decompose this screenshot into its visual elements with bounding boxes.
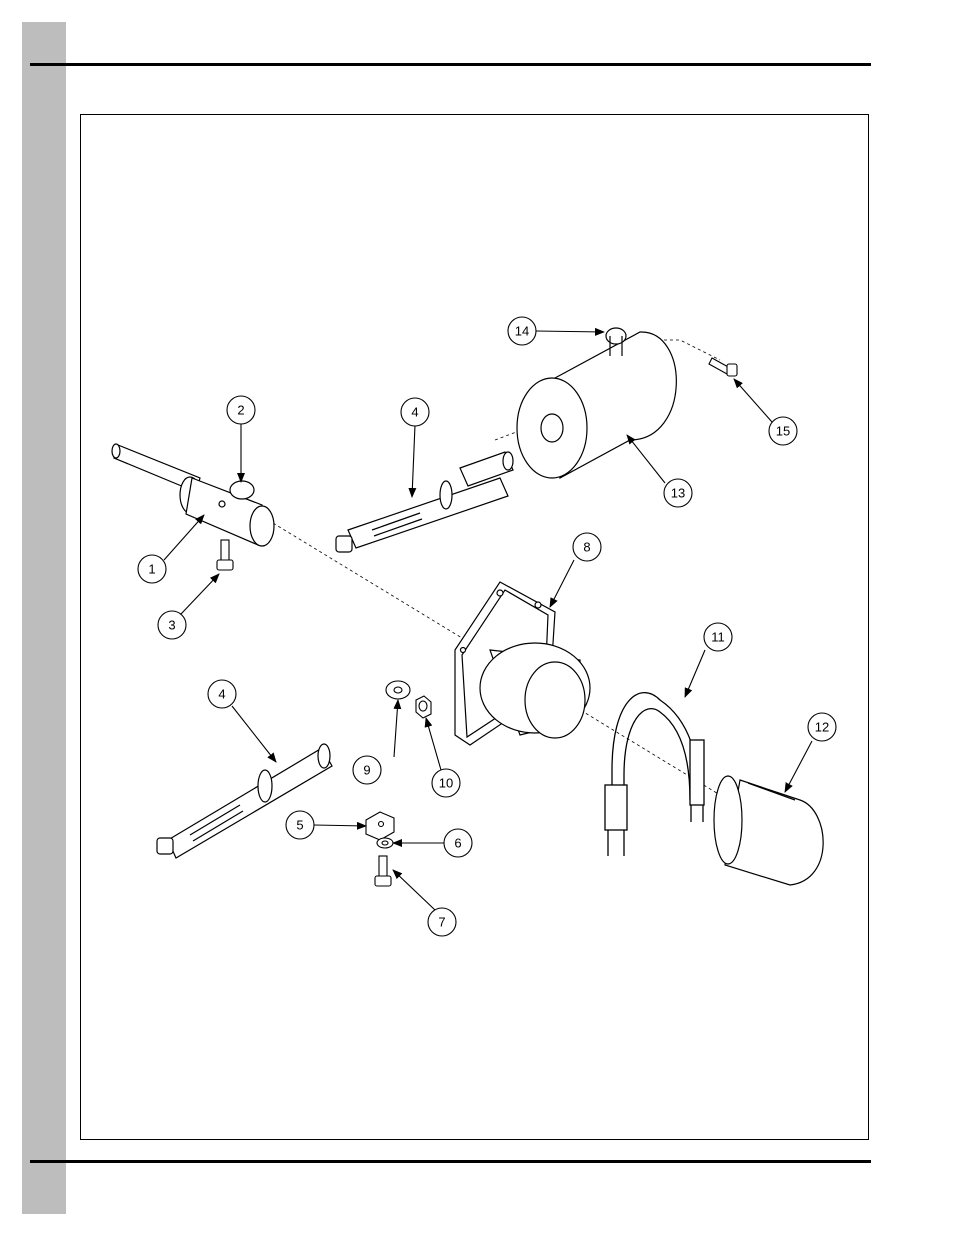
part-5-block [366, 812, 394, 840]
callout-11-label: 11 [711, 630, 725, 645]
callout-14-label: 14 [515, 324, 529, 339]
callout-3-label: 3 [168, 618, 175, 633]
part-10-nut [416, 696, 431, 718]
part-12-sleeve [714, 776, 823, 885]
callout-7-label: 7 [438, 915, 445, 930]
callout-9-label: 9 [363, 763, 370, 778]
part-6-washer [377, 838, 393, 848]
callout-4a-label: 4 [411, 405, 418, 420]
part-13-drum [517, 328, 676, 478]
callout-6-label: 6 [454, 836, 461, 851]
part-8-bracket [455, 582, 590, 745]
callout-13-label: 13 [671, 486, 685, 501]
part-9-washer [386, 681, 410, 699]
part-3-bolt [217, 540, 233, 570]
callout-10-label: 10 [439, 776, 453, 791]
part-4-upper-shaft [336, 452, 513, 552]
part-4-lower-shaft [157, 744, 332, 858]
callout-5-label: 5 [296, 818, 303, 833]
callout-2-label: 2 [237, 403, 244, 418]
part-1-shaft-tube [112, 444, 274, 546]
callout-15-label: 15 [776, 424, 790, 439]
part-11-u-bolt [605, 693, 704, 856]
callout-8-label: 8 [583, 540, 590, 555]
part-15-screw [709, 358, 737, 376]
part-7-bolt [375, 856, 391, 886]
callout-4b-label: 4 [218, 687, 225, 702]
callout-12-label: 12 [815, 720, 829, 735]
callout-1-label: 1 [148, 562, 155, 577]
